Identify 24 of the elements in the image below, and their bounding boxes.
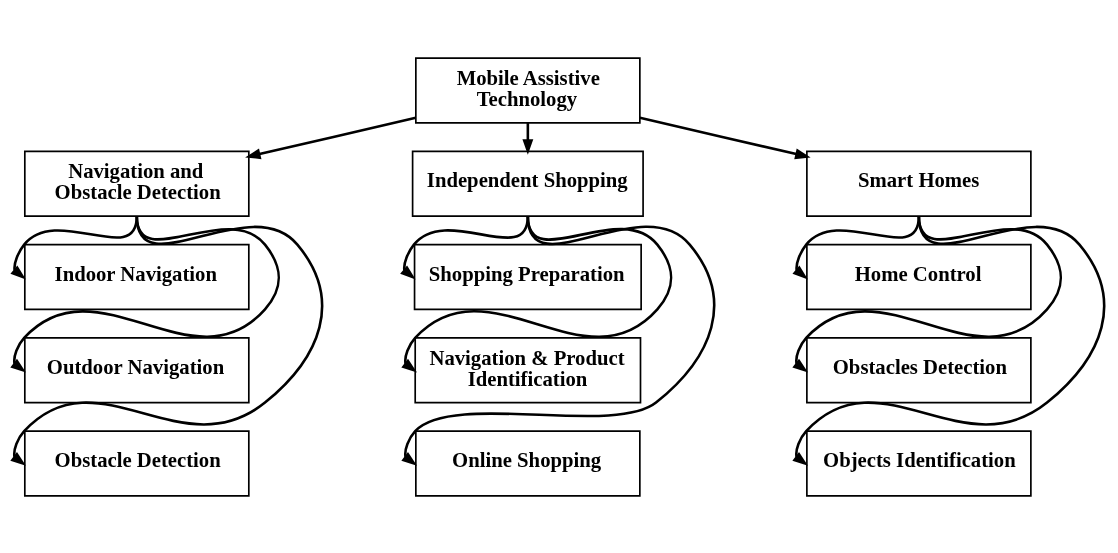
arrow xyxy=(10,215,139,279)
node-box: Home Control xyxy=(806,243,1032,310)
arrow xyxy=(792,215,1063,373)
node-box: Smart Homes xyxy=(806,150,1032,217)
node-box: Online Shopping xyxy=(415,429,641,497)
node-box: Navigation and Obstacle Detection xyxy=(24,150,250,217)
arrow xyxy=(400,215,530,279)
arrow xyxy=(10,215,281,373)
node-box: Objects Identification xyxy=(806,429,1032,497)
arrow xyxy=(639,116,811,159)
arrow xyxy=(10,215,324,466)
node-box: Shopping Preparation xyxy=(413,243,642,310)
node-box: Navigation & Product Identification xyxy=(414,336,642,403)
node-box: Mobile Assistive Technology xyxy=(415,56,641,124)
node-box: Obstacles Detection xyxy=(806,336,1032,403)
node-box: Obstacle Detection xyxy=(24,429,250,497)
node-box: Outdoor Navigation xyxy=(24,336,250,403)
arrow xyxy=(792,215,1106,466)
arrow xyxy=(401,215,716,466)
arrow xyxy=(401,215,673,373)
arrow xyxy=(245,116,417,159)
node-box: Indoor Navigation xyxy=(24,243,250,310)
node-box: Independent Shopping xyxy=(411,150,644,217)
arrow xyxy=(792,215,921,279)
